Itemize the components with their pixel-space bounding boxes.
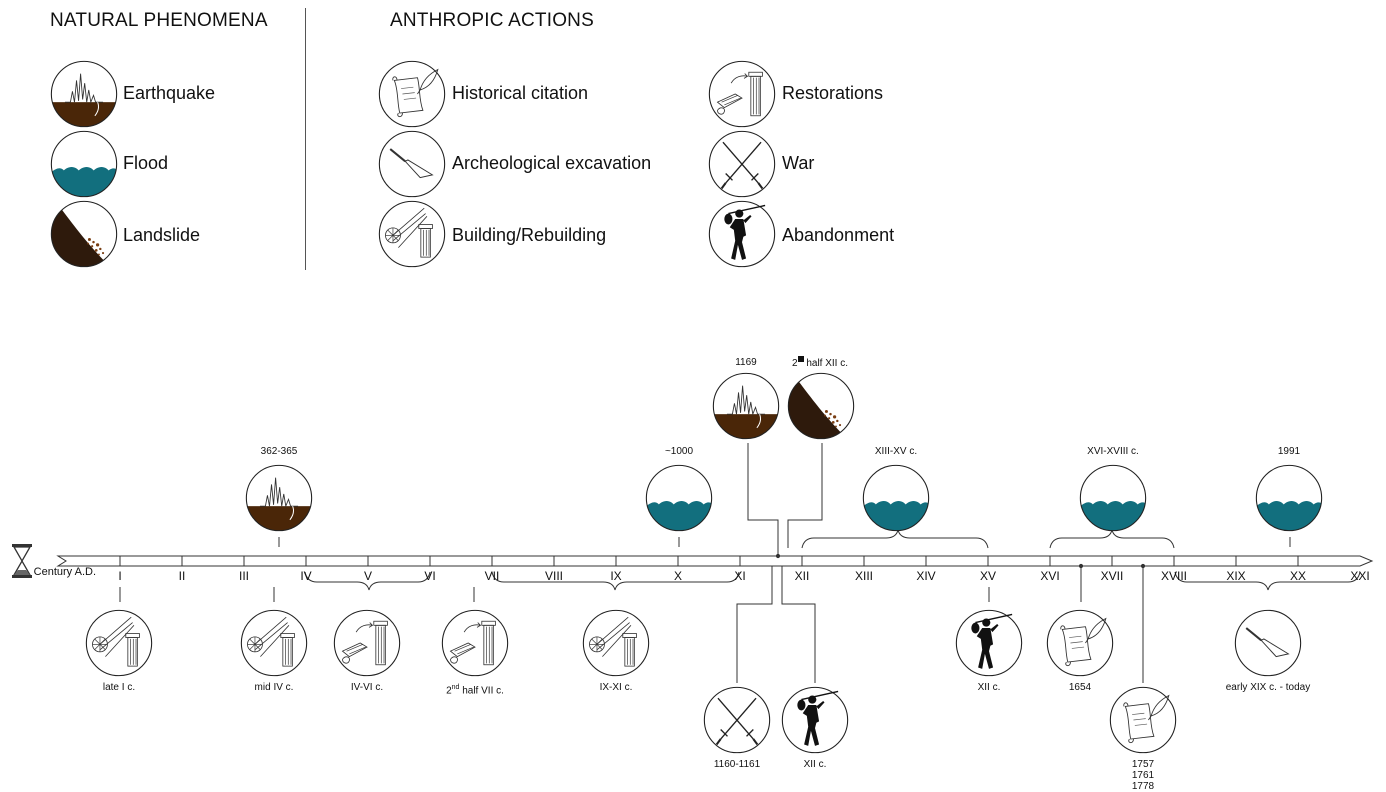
century-label: IV xyxy=(300,569,312,583)
century-label: X xyxy=(673,569,682,583)
building-column-icon xyxy=(582,609,650,677)
century-label: XVII xyxy=(1100,569,1124,583)
event-dates: 1757 1761 1778 xyxy=(1131,759,1155,792)
event-date: 1991 xyxy=(1277,446,1301,457)
natural-phenomena-heading: NATURAL PHENOMENA xyxy=(50,10,268,31)
timeline-axis-label: Century A.D. xyxy=(33,566,96,578)
century-label: I xyxy=(118,569,122,583)
legend-label-abandonment: Abandonment xyxy=(782,225,895,245)
century-label: IX xyxy=(610,569,622,583)
event-date: IV-VI c. xyxy=(350,682,384,693)
event-date: late I c. xyxy=(102,682,136,693)
restoration-column-icon xyxy=(333,609,401,677)
building-column-icon xyxy=(378,200,446,268)
century-label: XII xyxy=(794,569,810,583)
event-date: XIII-XV c. xyxy=(874,446,918,457)
event-date: IX-XI c. xyxy=(599,682,633,693)
legend-label-earthquake: Earthquake xyxy=(123,83,216,103)
trowel-icon xyxy=(378,130,446,198)
superscript-mark xyxy=(797,356,804,362)
event-date: 1654 xyxy=(1068,682,1092,693)
building-column-icon xyxy=(85,609,153,677)
landslide-icon xyxy=(50,200,118,268)
earthquake-icon xyxy=(245,464,313,532)
scroll-quill-icon xyxy=(1109,686,1177,754)
crossed-swords-icon xyxy=(708,130,776,198)
walking-person-icon xyxy=(955,609,1023,677)
flood-icon xyxy=(1255,464,1323,532)
earthquake-icon xyxy=(50,60,118,128)
flood-icon xyxy=(862,464,930,532)
flood-icon xyxy=(645,464,713,532)
event-date: XII c. xyxy=(803,759,827,770)
walking-person-icon xyxy=(781,686,849,754)
flood-icon xyxy=(1079,464,1147,532)
century-label: XV xyxy=(979,569,996,583)
crossed-swords-icon xyxy=(703,686,771,754)
building-column-icon xyxy=(240,609,308,677)
flood-icon xyxy=(50,130,118,198)
scroll-quill-icon xyxy=(378,60,446,128)
legend-label-building-rebuilding: Building/Rebuilding xyxy=(452,225,607,245)
legend-label-war: War xyxy=(782,153,815,173)
event-date: 2 half XII c. xyxy=(791,356,849,369)
earthquake-icon xyxy=(712,372,780,440)
walking-person-icon xyxy=(708,200,776,268)
century-label: II xyxy=(178,569,186,583)
century-label: XVI xyxy=(1040,569,1060,583)
century-label: XIX xyxy=(1226,569,1246,583)
trowel-icon xyxy=(1234,609,1302,677)
century-label: XX xyxy=(1289,569,1306,583)
event-date: XII c. xyxy=(977,682,1001,693)
century-label: XIII xyxy=(854,569,873,583)
event-date: 1160-1161 xyxy=(713,759,761,770)
restoration-column-icon xyxy=(441,609,509,677)
timeline-axis xyxy=(56,555,1374,567)
legend-label-historical-citation: Historical citation xyxy=(452,83,589,103)
legend-label-flood: Flood xyxy=(123,153,169,173)
event-date: 362-365 xyxy=(260,446,298,457)
event-date: 1169 xyxy=(735,357,757,368)
scroll-quill-icon xyxy=(1046,609,1114,677)
century-label: V xyxy=(363,569,372,583)
century-label: III xyxy=(238,569,249,583)
event-date: 2nd half VII c. xyxy=(446,684,504,697)
restoration-column-icon xyxy=(708,60,776,128)
event-date: XVI-XVIII c. xyxy=(1087,446,1139,457)
century-label: VII xyxy=(484,569,500,583)
century-label: VIII xyxy=(544,569,563,583)
event-date: mid IV c. xyxy=(254,682,294,693)
century-label: XXI xyxy=(1350,569,1370,583)
event-date: early XIX c. - today xyxy=(1225,682,1311,693)
legend-label-archeological-excavation: Archeological excavation xyxy=(452,153,652,173)
century-label: XIV xyxy=(916,569,936,583)
anthropic-actions-heading: ANTHROPIC ACTIONS xyxy=(390,10,594,31)
legend-label-restorations: Restorations xyxy=(782,83,884,103)
legend-label-landslide: Landslide xyxy=(123,225,201,245)
event-date: ~1000 xyxy=(664,446,694,457)
century-label: XVIII xyxy=(1160,569,1187,583)
period-braces xyxy=(304,529,1361,591)
century-label: XI xyxy=(734,569,746,583)
legend-divider xyxy=(305,8,306,270)
landslide-icon xyxy=(787,372,855,440)
century-label: VI xyxy=(424,569,436,583)
